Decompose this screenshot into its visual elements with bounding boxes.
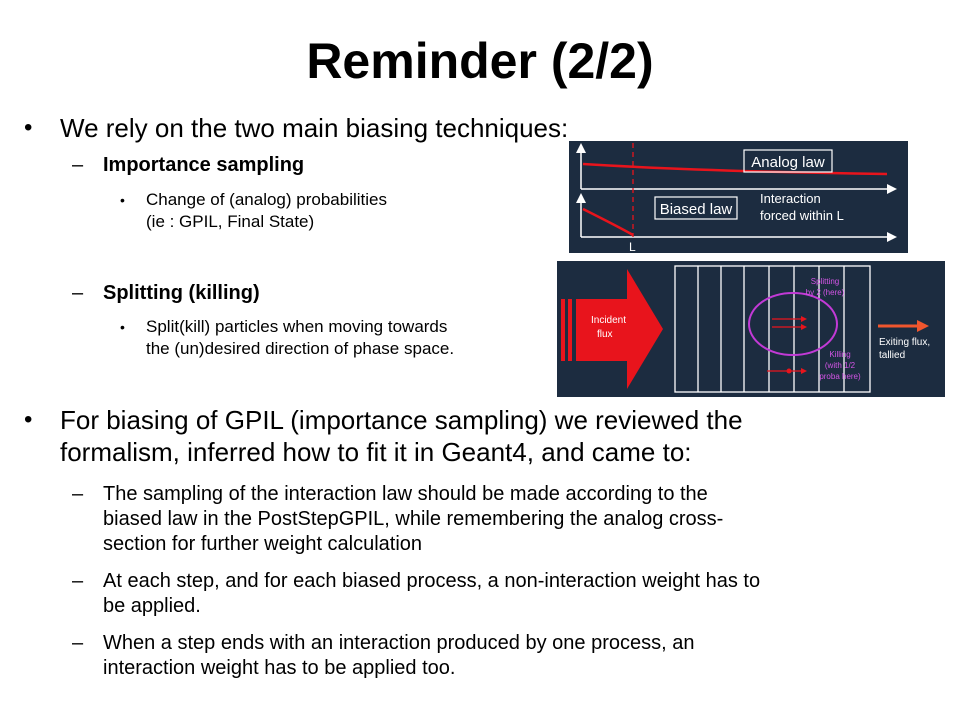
exiting-label-line2: tallied [879,350,905,361]
exit-arrowhead [917,320,929,332]
splitting-killing-svg: Incident flux Splitting by 2 (here) Kill… [561,265,930,393]
biased-law-label: Biased law [660,201,733,218]
sub-heading-splitting: Splitting (killing) [103,282,260,304]
incident-flux-arrow [561,269,663,389]
detail-sampling-line2: biased law in the PostStepGPIL, while re… [103,508,724,530]
dash-marker: – [72,282,84,304]
importance-item-line2: (ie : GPIL, Final State) [146,212,315,231]
splitting-label-line1: Splitting [811,277,839,286]
exiting-label-line1: Exiting flux, [879,337,930,348]
detail-interaction-line1: When a step ends with an interaction pro… [103,632,695,654]
dash-marker: – [72,154,84,176]
sub-heading-importance-sampling: Importance sampling [103,154,305,176]
importance-item-line1: Change of (analog) probabilities [146,190,387,209]
slide-title: Reminder (2/2) [306,33,654,89]
incident-label-line2: flux [597,329,613,340]
splitting-label-line2: by 2 (here) [806,288,845,297]
upper-x-arrowhead [887,184,897,194]
interaction-label-line2: forced within L [760,208,844,223]
bullet-biasing-techniques: We rely on the two main biasing techniqu… [60,113,569,143]
geometry-slabs [674,265,871,393]
killing-label-line1: Killing [829,350,850,359]
bullet-gpil-line1: For biasing of GPIL (importance sampling… [60,405,743,435]
splitting-killing-diagram: Incident flux Splitting by 2 (here) Kill… [557,261,945,397]
bullet-dot: • [24,406,33,433]
lower-y-arrowhead [576,193,586,203]
killing-label-line3: proba here) [819,372,861,381]
biased-law-box [654,196,738,220]
splitting-item-line2: the (un)desired direction of phase space… [146,339,455,358]
dash-marker: – [72,483,84,505]
analog-law-box [743,149,833,173]
detail-sampling-line3: section for further weight calculation [103,533,423,555]
splitting-region-ellipse [748,292,838,356]
dash-marker: – [72,570,84,592]
biased-law-curve [582,207,634,237]
bullet-dot: • [120,192,125,208]
killed-particle [786,368,792,374]
bullet-gpil-line2: formalism, inferred how to fit it in Gea… [60,437,692,467]
detail-interaction-line2: interaction weight has to be applied too… [103,657,456,679]
detail-sampling-line1: The sampling of the interaction law shou… [103,483,708,505]
analog-law-label: Analog law [751,154,825,171]
detail-non-interaction-line2: be applied. [103,595,201,617]
splitting-item-line1: Split(kill) particles when moving toward… [146,317,448,336]
detail-non-interaction-line1: At each step, and for each biased proces… [103,570,761,592]
bullet-dot: • [24,114,33,141]
killing-label-line2: (with 1/2 [825,361,856,370]
incident-label-line1: Incident [591,315,626,326]
l-label: L [629,240,636,253]
interaction-label-line1: Interaction [760,191,821,206]
upper-y-arrowhead [576,143,586,153]
dash-marker: – [72,632,84,654]
biasing-law-svg: Analog law Biased law Interaction forced… [576,143,897,254]
analog-law-curve [582,162,888,176]
lower-x-arrowhead [887,232,897,242]
bullet-dot: • [120,319,125,335]
biasing-law-diagram: Analog law Biased law Interaction forced… [569,141,908,254]
